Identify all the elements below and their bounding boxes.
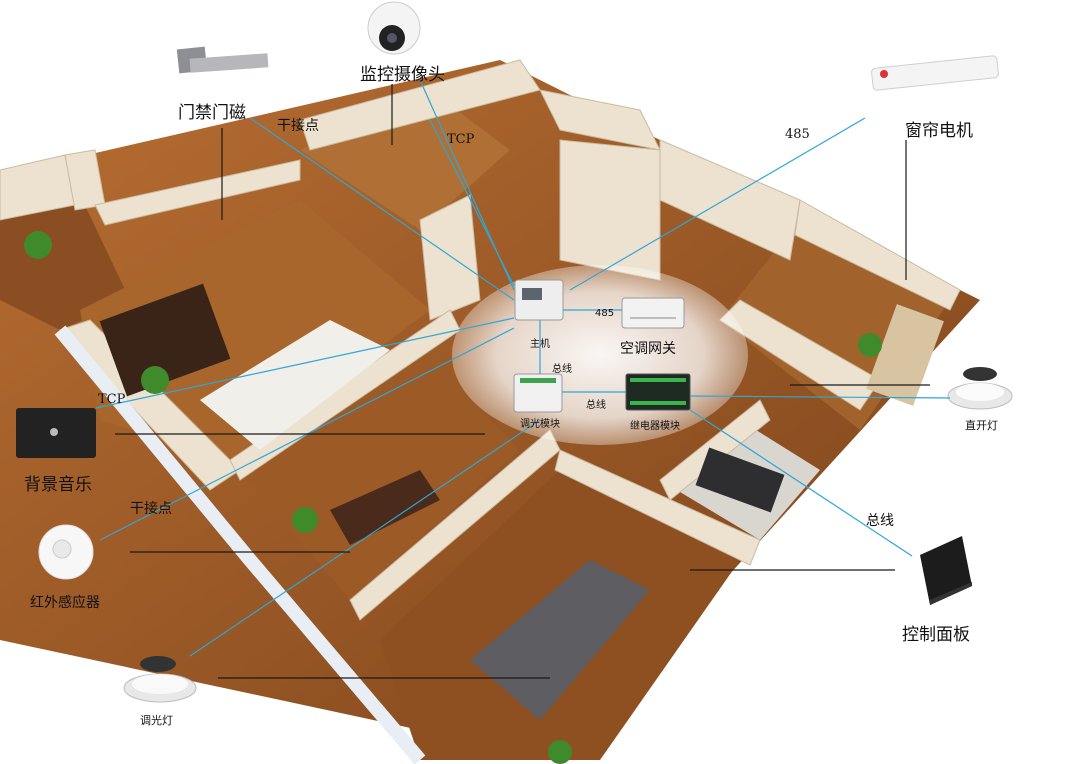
camera-image	[367, 1, 421, 55]
pir-sensor-image	[38, 524, 94, 580]
dimmer-light-image	[123, 656, 197, 703]
dry-contact-left-label: 干接点	[130, 501, 172, 517]
bus-host-dimmer-label: 总线	[552, 364, 572, 375]
dry-contact-top-label: 干接点	[277, 118, 319, 134]
background-music-label: 背景音乐	[24, 475, 92, 495]
rs485-mid-label: 485	[595, 308, 615, 319]
dimmer-light-label: 调光灯	[140, 714, 173, 727]
tcp-left-label: TCP	[98, 392, 126, 407]
curtain-motor-image	[871, 55, 999, 91]
walls	[0, 59, 961, 621]
window-edge	[54, 325, 426, 764]
bus-dimmer-relay-label: 总线	[586, 400, 606, 411]
camera-label: 监控摄像头	[360, 65, 445, 85]
background-music-image	[16, 408, 96, 458]
room-top-left	[0, 195, 130, 330]
switch-light-label: 直开灯	[965, 419, 998, 432]
leader-lines	[115, 84, 930, 679]
relay-module-label: 继电器模块	[630, 421, 680, 432]
curtain-motor-label: 窗帘电机	[905, 121, 973, 141]
control-panel-image	[920, 536, 972, 605]
control-panel-label: 控制面板	[902, 625, 970, 645]
plants	[24, 231, 882, 764]
relay-module-device	[625, 373, 691, 411]
dimmer-module-label: 调光模块	[520, 419, 560, 430]
rs485-top-label: 485	[785, 127, 810, 142]
dimmer-module-device	[513, 373, 563, 413]
door-magnet-image	[176, 46, 269, 74]
door-magnet-label: 门禁门磁	[178, 103, 246, 123]
tcp-top-label: TCP	[447, 132, 475, 147]
room-manager	[240, 350, 520, 600]
hub-glow	[452, 265, 748, 445]
furniture	[99, 283, 944, 720]
ac-gateway-device	[621, 297, 685, 329]
room-office-open	[80, 200, 430, 460]
ac-gateway-label: 空调网关	[620, 341, 676, 357]
switch-light-image	[947, 367, 1013, 410]
host-device	[514, 279, 564, 321]
room-top-center	[300, 90, 510, 230]
host-label: 主机	[530, 339, 550, 350]
bus-panel-label: 总线	[866, 513, 894, 529]
pir-sensor-label: 红外感应器	[30, 595, 100, 611]
